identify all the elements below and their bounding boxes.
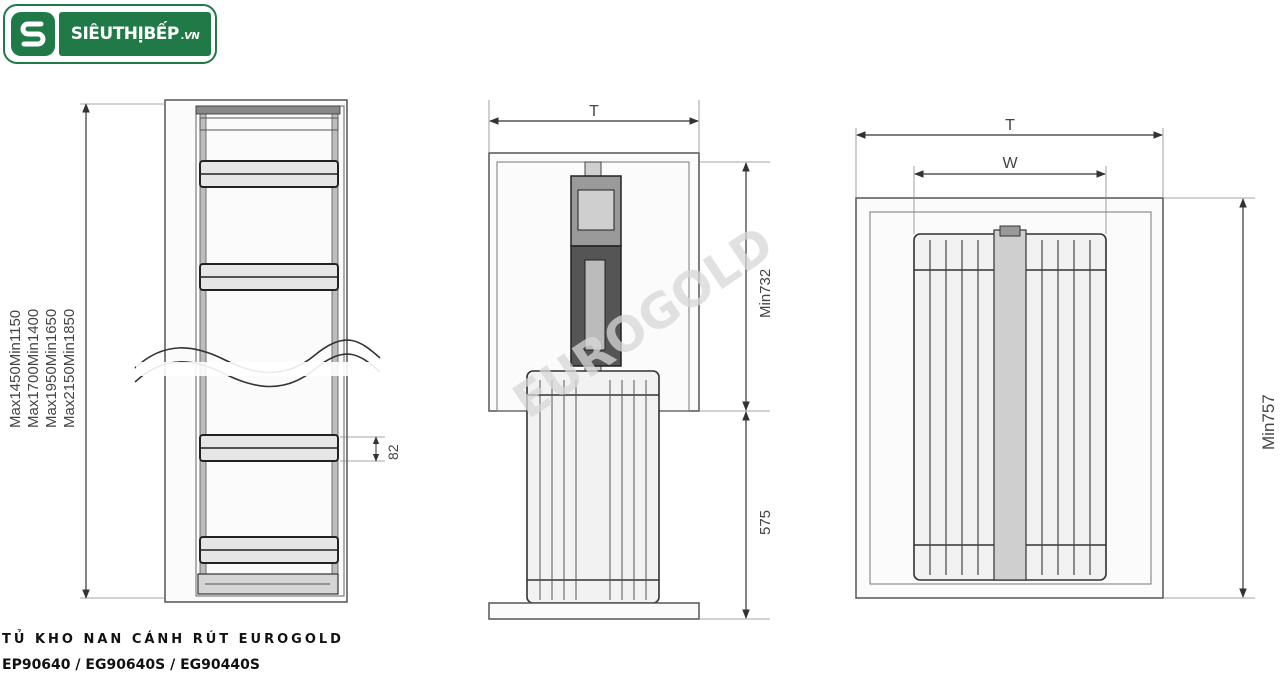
basket-shelf bbox=[199, 263, 339, 291]
height-label: Max1700Min1400 bbox=[25, 309, 42, 428]
logo-wordmark: SIÊUTHỊBẾP.VN bbox=[59, 12, 211, 56]
brand-logo[interactable]: SIÊUTHỊBẾP.VN bbox=[3, 4, 217, 64]
shelf-gap-label: 82 bbox=[385, 444, 401, 460]
logo-s-icon bbox=[11, 12, 55, 56]
outer-width-label: T bbox=[1005, 117, 1015, 134]
basket-shelf bbox=[199, 434, 339, 462]
product-title: TỦ KHO NAN CÁNH RÚT EUROGOLD bbox=[2, 632, 344, 647]
height-label: Max1450Min1150 bbox=[7, 310, 24, 428]
logo-suffix: .VN bbox=[180, 31, 200, 42]
lower-height-label: 575 bbox=[757, 510, 774, 535]
front-elevation-view: Max1450Min1150 Max1700Min1400 Max1950Min… bbox=[7, 99, 401, 603]
logo-text: SIÊUTHỊBẾP bbox=[70, 24, 180, 44]
side-elevation-view: T Min732 575 bbox=[488, 100, 774, 620]
depth-label: T bbox=[589, 103, 599, 120]
upper-height-label: Min732 bbox=[757, 269, 774, 318]
basket-shelf bbox=[199, 536, 339, 564]
inner-width-label: W bbox=[1002, 155, 1018, 172]
height-label: Max2150Min1850 bbox=[61, 309, 78, 428]
product-models: EP90640 / EG90640S / EG90440S bbox=[2, 657, 260, 673]
top-view: T W Min757 bbox=[855, 117, 1278, 599]
height-label: Min757 bbox=[1259, 394, 1278, 450]
basket-shelf bbox=[199, 160, 339, 188]
height-label: Max1950Min1650 bbox=[43, 309, 60, 428]
